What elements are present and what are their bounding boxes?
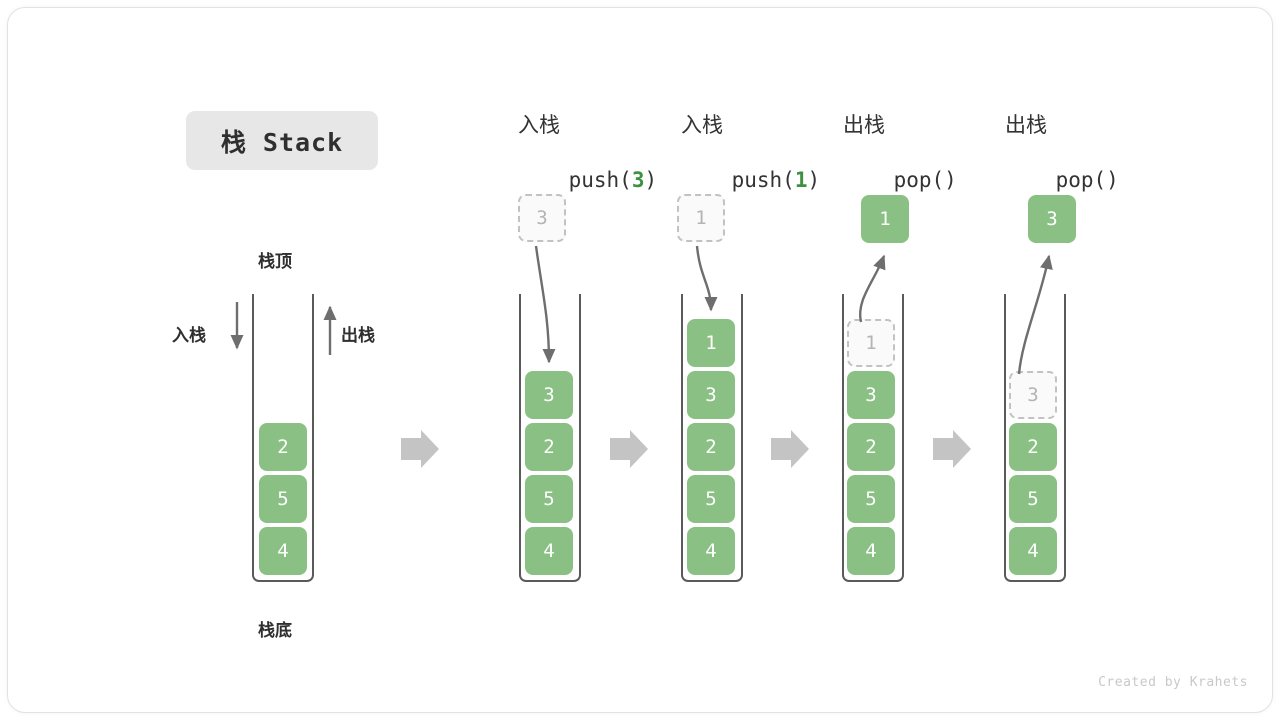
step-heading-code-pop1: pop() — [893, 168, 957, 192]
vacated-ghost-cell: 3 — [1009, 371, 1057, 419]
stack-cell: 2 — [525, 423, 573, 471]
outgoing-cell: 3 — [1028, 195, 1076, 243]
stack-cell: 2 — [847, 423, 895, 471]
stack-cell: 1 — [687, 319, 735, 367]
stack-cell: 4 — [687, 527, 735, 575]
step-heading-code-pop3: pop() — [1055, 168, 1119, 192]
step-heading-code-push3: push(3) — [568, 168, 658, 192]
stack-vessel-pop1 — [842, 294, 904, 582]
step-heading-cn-push3: 入栈 — [518, 113, 560, 137]
code-arg: 1 — [794, 168, 808, 192]
stack-vessel-initial — [252, 294, 314, 582]
label-pop-direction: 出栈 — [341, 326, 375, 346]
stack-cell: 2 — [259, 423, 307, 471]
stack-cell: 5 — [525, 475, 573, 523]
step-heading-cn-pop3: 出栈 — [1005, 113, 1047, 137]
step-heading-code-push1: push(1) — [731, 168, 821, 192]
code-fn-name: push — [568, 168, 620, 192]
stack-cell: 4 — [1009, 527, 1057, 575]
stack-cell: 5 — [259, 475, 307, 523]
stack-cell: 4 — [259, 527, 307, 575]
label-push-direction: 入栈 — [172, 326, 206, 346]
incoming-ghost-cell: 3 — [518, 194, 566, 242]
code-fn-name: push — [731, 168, 783, 192]
vacated-ghost-cell: 1 — [847, 319, 895, 367]
stack-cell: 3 — [847, 371, 895, 419]
step-heading-cn-push1: 入栈 — [681, 113, 723, 137]
incoming-ghost-cell: 1 — [677, 194, 725, 242]
stack-cell: 3 — [687, 371, 735, 419]
stack-cell: 5 — [847, 475, 895, 523]
stack-cell: 4 — [525, 527, 573, 575]
stack-cell: 3 — [525, 371, 573, 419]
title-badge: 栈 Stack — [186, 111, 378, 170]
stack-vessel-push3 — [519, 294, 581, 582]
label-stack-bottom: 栈底 — [258, 621, 292, 641]
stack-cell: 4 — [847, 527, 895, 575]
step-heading-cn-pop1: 出栈 — [843, 113, 885, 137]
stack-vessel-push1 — [681, 294, 743, 582]
stack-vessel-pop3 — [1004, 294, 1066, 582]
stack-cell: 2 — [1009, 423, 1057, 471]
code-fn-name: pop — [1055, 168, 1094, 192]
watermark: Created by Krahets — [1098, 675, 1248, 690]
title-text: 栈 Stack — [220, 127, 344, 157]
stack-cell: 2 — [687, 423, 735, 471]
code-fn-name: pop — [893, 168, 932, 192]
outgoing-cell: 1 — [861, 195, 909, 243]
label-stack-top: 栈顶 — [258, 252, 292, 272]
code-arg: 3 — [631, 168, 645, 192]
stack-cell: 5 — [1009, 475, 1057, 523]
stack-cell: 5 — [687, 475, 735, 523]
